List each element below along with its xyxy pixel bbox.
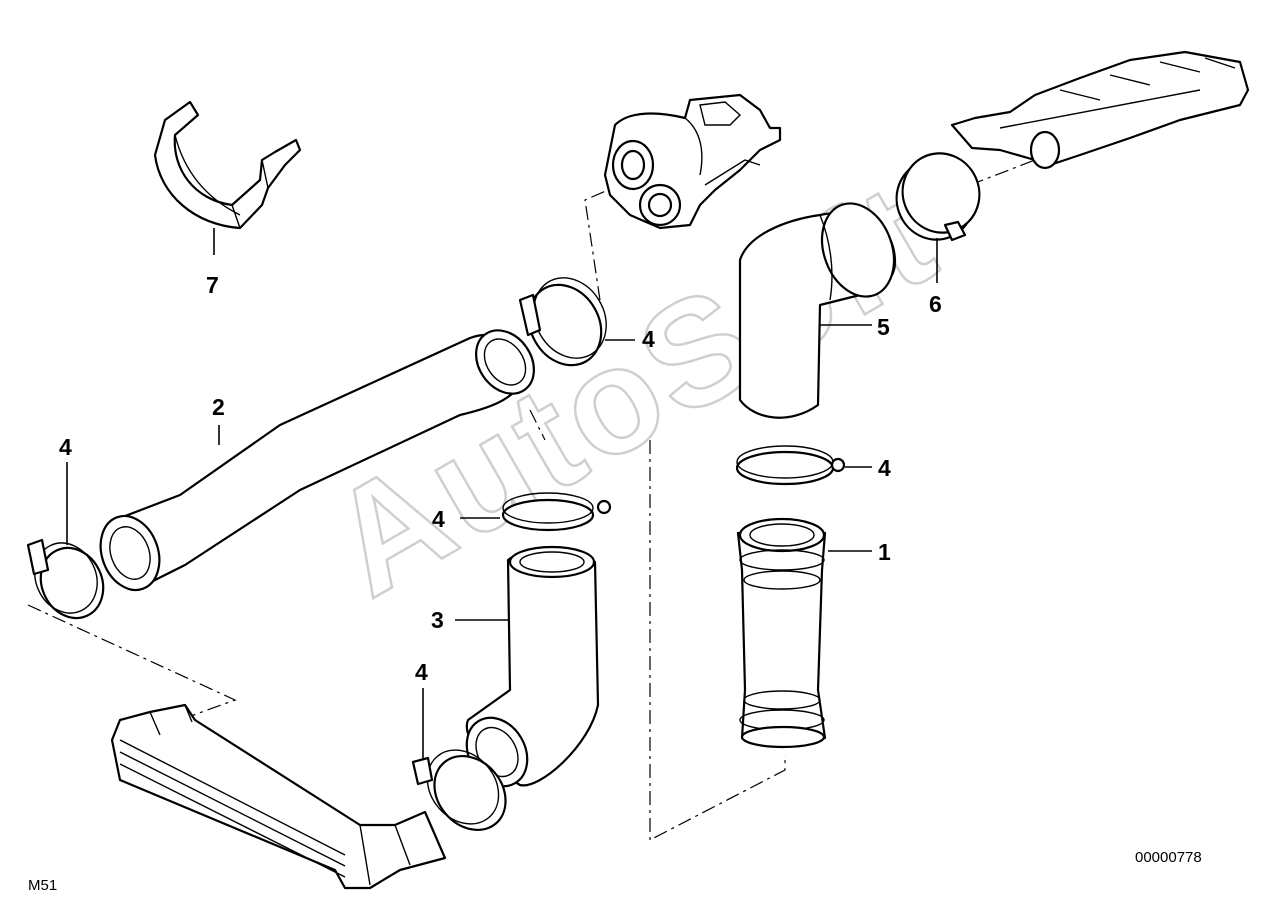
clamp-right [735, 445, 872, 486]
bracket-part-7 [153, 100, 302, 255]
callout-4-left: 4 [59, 434, 72, 460]
drawing-number-label: 00000778 [1135, 849, 1202, 866]
elbow-hose-part-5 [738, 202, 897, 419]
callout-4-right: 4 [878, 455, 891, 481]
intercooler [110, 703, 447, 890]
clamp-left [26, 462, 105, 620]
callout-1: 1 [878, 539, 891, 565]
callout-2: 2 [212, 394, 225, 420]
callout-3: 3 [431, 607, 444, 633]
callout-4-top: 4 [642, 326, 655, 352]
intake-manifold [950, 50, 1250, 170]
callout-7: 7 [206, 272, 219, 298]
callout-5: 5 [877, 314, 890, 340]
assembly-lines [27, 159, 1036, 841]
clamp-top [518, 277, 635, 367]
straight-hose-part-1 [736, 517, 872, 749]
clamp-bottom [411, 688, 507, 832]
clamp-part-6 [895, 152, 981, 283]
callout-4-bottom: 4 [415, 659, 428, 685]
callout-4-middle: 4 [432, 506, 445, 532]
long-hose-part-2 [99, 329, 535, 592]
callout-6: 6 [929, 291, 942, 317]
turbocharger [603, 93, 782, 230]
model-code-label: M51 [28, 877, 57, 894]
clamp-middle [460, 492, 612, 532]
